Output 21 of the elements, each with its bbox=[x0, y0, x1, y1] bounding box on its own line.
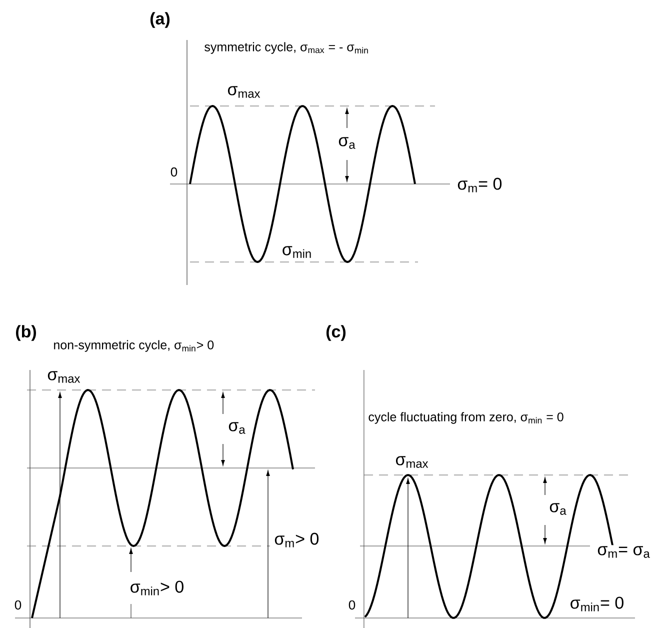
stress-label: σ$_{min}$ bbox=[280, 245, 314, 259]
stress-label: σ$_{a}$ bbox=[548, 502, 568, 516]
cycle-caption: cycle fluctuating from zero, σ$_{min}$ = 0 bbox=[367, 411, 565, 425]
stress-label: σ$_{a}$ bbox=[227, 421, 247, 435]
cycle-caption: non-symmetric cycle, σ$_{min}$> 0 bbox=[52, 339, 216, 353]
stress-label: σ$_{min}$> 0 bbox=[128, 580, 186, 596]
stress-label: σ$_{max}$ bbox=[394, 455, 430, 469]
origin-label: 0 bbox=[169, 166, 179, 178]
stress-label: σ$_{a}$ bbox=[337, 136, 357, 150]
origin-label: 0 bbox=[13, 599, 23, 611]
stress-label: σ$_{max}$ bbox=[46, 370, 82, 384]
stress-label: σ$_{m}$= σ$_{a}$ bbox=[596, 545, 652, 559]
cycle-caption: symmetric cycle, σ$_{max}$ = - σ$_{min}$ bbox=[203, 41, 370, 55]
origin-label: 0 bbox=[347, 599, 357, 611]
stress-label: σ$_{max}$ bbox=[226, 85, 262, 99]
panel-label: (c) bbox=[324, 324, 348, 342]
stress-label: σ$_{m}$= 0 bbox=[456, 176, 504, 194]
panel-label: (b) bbox=[14, 324, 38, 342]
panel-label: (a) bbox=[148, 11, 172, 29]
stress-label: σ$_{min}$= 0 bbox=[568, 596, 626, 612]
stress-label: σ$_{m}$> 0 bbox=[273, 532, 320, 548]
